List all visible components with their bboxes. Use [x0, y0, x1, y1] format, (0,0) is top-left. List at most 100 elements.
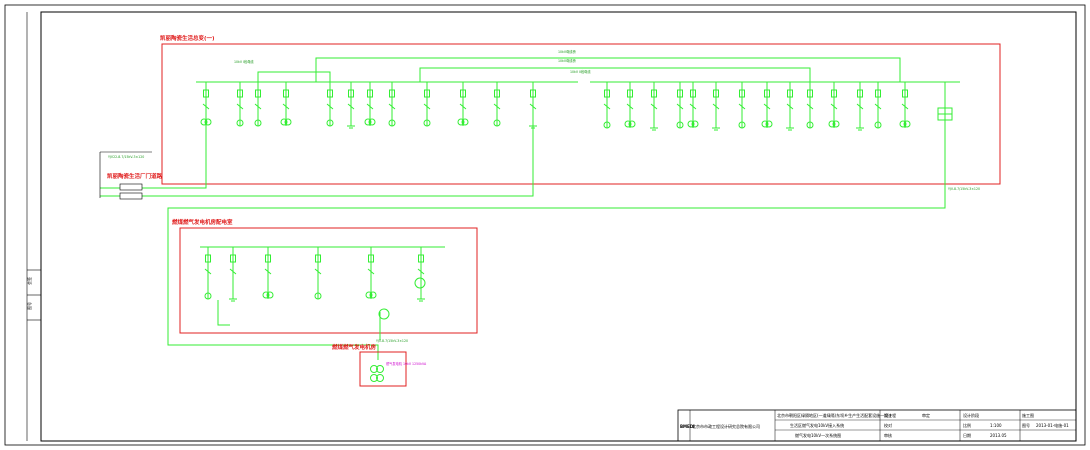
transformer-symbol [369, 291, 377, 299]
transformer-symbol [284, 118, 292, 126]
switch-symbol [388, 103, 396, 110]
side-strip-label-b: 图号 [26, 302, 32, 310]
gen-transformer-label: 燃气发电机 10kV 1250kVA [386, 361, 427, 366]
outgoing-cable-label: YJV-8.7/15kV-3×120 [948, 187, 980, 191]
date-value: 2013.05 [990, 433, 1007, 438]
breaker-symbol [530, 89, 536, 98]
breaker-symbol [739, 89, 745, 98]
breaker-symbol [368, 254, 374, 263]
stage-value: 施工图 [1022, 412, 1034, 418]
feeder-i-3 [280, 82, 292, 126]
feeder-ii-6 [738, 82, 746, 129]
drawing-no-label: 图号 [1022, 422, 1030, 428]
transformer-symbol [461, 118, 469, 126]
title-block [677, 409, 1077, 442]
switch-symbol [367, 268, 375, 275]
breaker-symbol [460, 89, 466, 98]
bus-tie-label-1: 10kV母线桥 [558, 49, 576, 54]
breaker-symbol [787, 89, 793, 98]
feeder-ii-5 [712, 82, 720, 131]
pt-symbol [806, 121, 814, 129]
gas-station-feeder-group [204, 247, 426, 340]
switch-symbol [326, 103, 334, 110]
feeder-i-6 [364, 82, 376, 126]
feeder-ii-9 [806, 82, 814, 129]
breaker-symbol [205, 254, 211, 263]
gas-station-frame [179, 227, 478, 334]
transformer-symbol [765, 120, 773, 128]
pt-symbol [676, 121, 684, 129]
pt-symbol [236, 119, 244, 127]
switch-symbol [254, 103, 262, 110]
pt-symbol [314, 292, 322, 300]
switch-symbol [626, 103, 634, 110]
project-subname: 生活区燃气发电10kV接入系统 [790, 422, 844, 428]
breaker-symbol [237, 89, 243, 98]
feeder-ii-0 [603, 82, 611, 129]
feeder-ii-4 [687, 82, 699, 128]
pt-symbol [326, 119, 334, 127]
incoming-terminal-1 [119, 183, 143, 191]
transformer-symbol [899, 120, 907, 128]
pt-symbol [738, 121, 746, 129]
switch-symbol [236, 103, 244, 110]
pt-symbol [874, 121, 882, 129]
switch-symbol [347, 103, 355, 110]
switch-symbol [874, 103, 882, 110]
breaker-symbol [327, 89, 333, 98]
inner-frame [40, 11, 1077, 442]
switch-symbol [202, 103, 210, 110]
feeder-i-1 [236, 82, 244, 127]
breaker-symbol [764, 89, 770, 98]
gen-cable-label: YJV-8.7/15kV-3×120 [376, 339, 408, 343]
metering-cabinet [937, 82, 953, 121]
feeder-ii-7 [761, 82, 773, 128]
switch-symbol [417, 268, 425, 275]
breaker-symbol [807, 89, 813, 98]
feeder-i-10 [493, 82, 501, 127]
breaker-symbol [627, 89, 633, 98]
transformer-symbol [365, 291, 373, 299]
breaker-symbol [315, 254, 321, 263]
transformer-symbol [280, 118, 288, 126]
main-substation-title: 凯丽陶瓷生活总变(一) [160, 34, 215, 42]
breaker-symbol [203, 89, 209, 98]
transformer-symbol [200, 118, 208, 126]
switch-symbol [830, 103, 838, 110]
gen-room-frame [359, 351, 407, 387]
switch-symbol [738, 103, 746, 110]
scale-label: 比例 [963, 422, 971, 428]
review-label: 审核 [884, 432, 892, 438]
breaker-symbol [389, 89, 395, 98]
feeder-i-2 [254, 82, 262, 127]
breaker-symbol [494, 89, 500, 98]
breaker-symbol [255, 89, 261, 98]
approve-label: 审定 [922, 412, 930, 418]
outer-frame [4, 4, 1086, 446]
switch-symbol [423, 103, 431, 110]
feeder-gs-2 [262, 247, 274, 299]
breaker-symbol [875, 89, 881, 98]
gas-station-motor [414, 277, 426, 289]
breaker-symbol [265, 254, 271, 263]
breaker-symbol [604, 89, 610, 98]
breaker-symbol [283, 89, 289, 98]
transformer-symbol [204, 118, 212, 126]
design-label: 设计 [884, 412, 892, 418]
switch-symbol [229, 268, 237, 275]
feeder-ii-3 [676, 82, 684, 129]
date-label: 日期 [963, 432, 971, 438]
switch-symbol [712, 103, 720, 110]
pt-symbol [204, 292, 212, 300]
switch-symbol [264, 268, 272, 275]
breaker-symbol [348, 89, 354, 98]
bus-tie-label-2: 10kV母线桥 [558, 58, 576, 63]
incoming-terminal-2 [119, 192, 143, 200]
transformer-symbol [368, 118, 376, 126]
switch-symbol [366, 103, 374, 110]
feeder-ii-1 [624, 82, 636, 128]
switch-symbol [314, 268, 322, 275]
switch-symbol [493, 103, 501, 110]
feeder-group [200, 82, 953, 131]
